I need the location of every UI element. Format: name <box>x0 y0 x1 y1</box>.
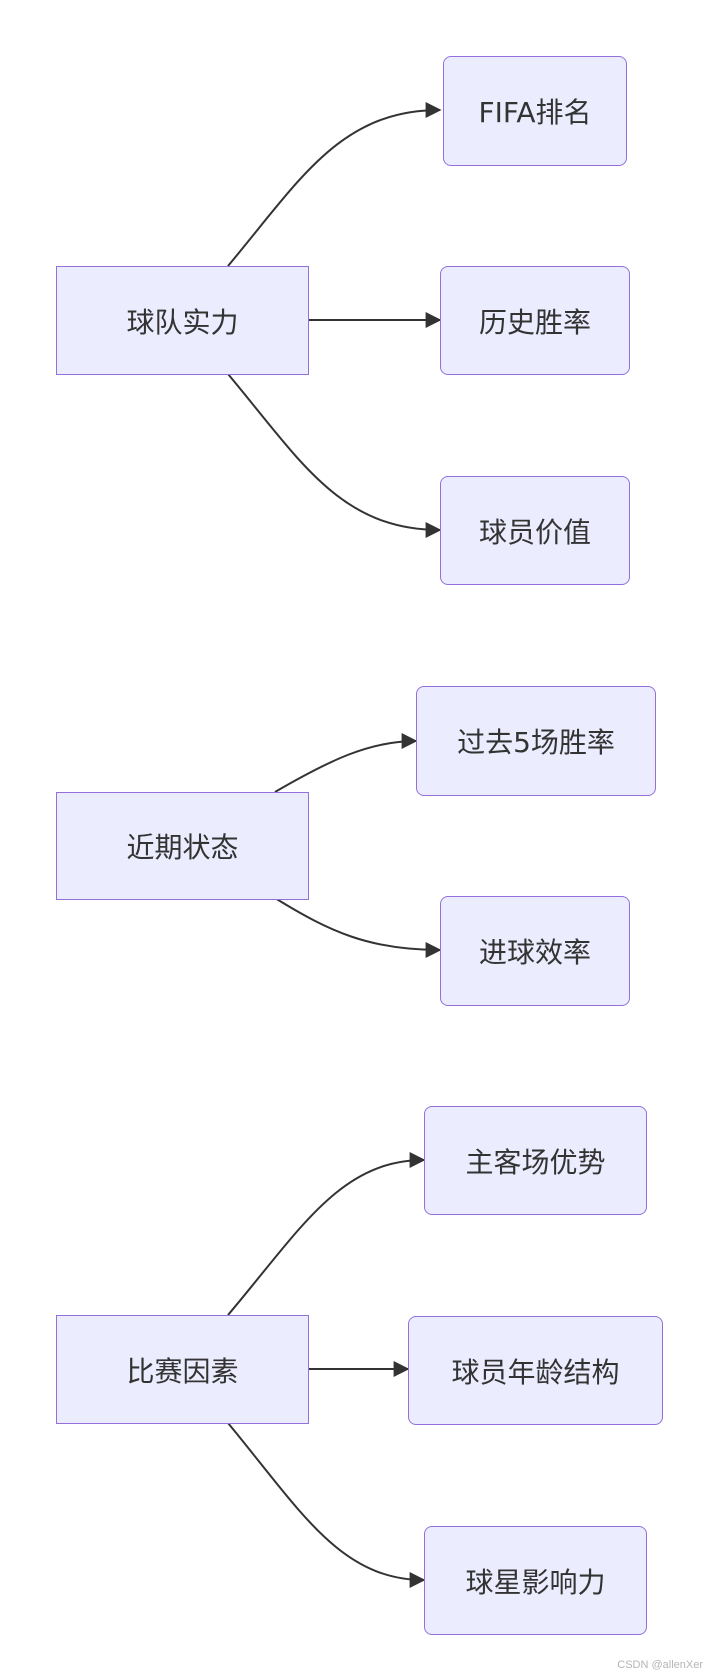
edge-recent-form-to-last5-win-rate <box>274 733 418 793</box>
node-last5-win-rate: 过去5场胜率 <box>416 686 656 796</box>
node-player-age-structure: 球员年龄结构 <box>408 1316 663 1425</box>
node-recent-form: 近期状态 <box>56 792 309 900</box>
edge-recent-form-to-scoring-efficiency <box>274 897 442 958</box>
node-historical-win-rate: 历史胜率 <box>440 266 630 375</box>
edge-team-strength-to-player-value <box>227 373 442 538</box>
node-match-factors: 比赛因素 <box>56 1315 309 1424</box>
edge-match-factors-to-home-away-advantage <box>227 1152 426 1316</box>
node-team-strength: 球队实力 <box>56 266 309 375</box>
edge-match-factors-to-star-influence <box>227 1422 426 1588</box>
node-home-away-advantage: 主客场优势 <box>424 1106 647 1215</box>
node-fifa-ranking: FIFA排名 <box>443 56 627 166</box>
node-star-influence: 球星影响力 <box>424 1526 647 1635</box>
edge-team-strength-to-fifa-ranking <box>227 102 442 267</box>
node-scoring-efficiency: 进球效率 <box>440 896 630 1006</box>
watermark: CSDN @allenXer <box>617 1659 703 1671</box>
node-player-value: 球员价值 <box>440 476 630 585</box>
